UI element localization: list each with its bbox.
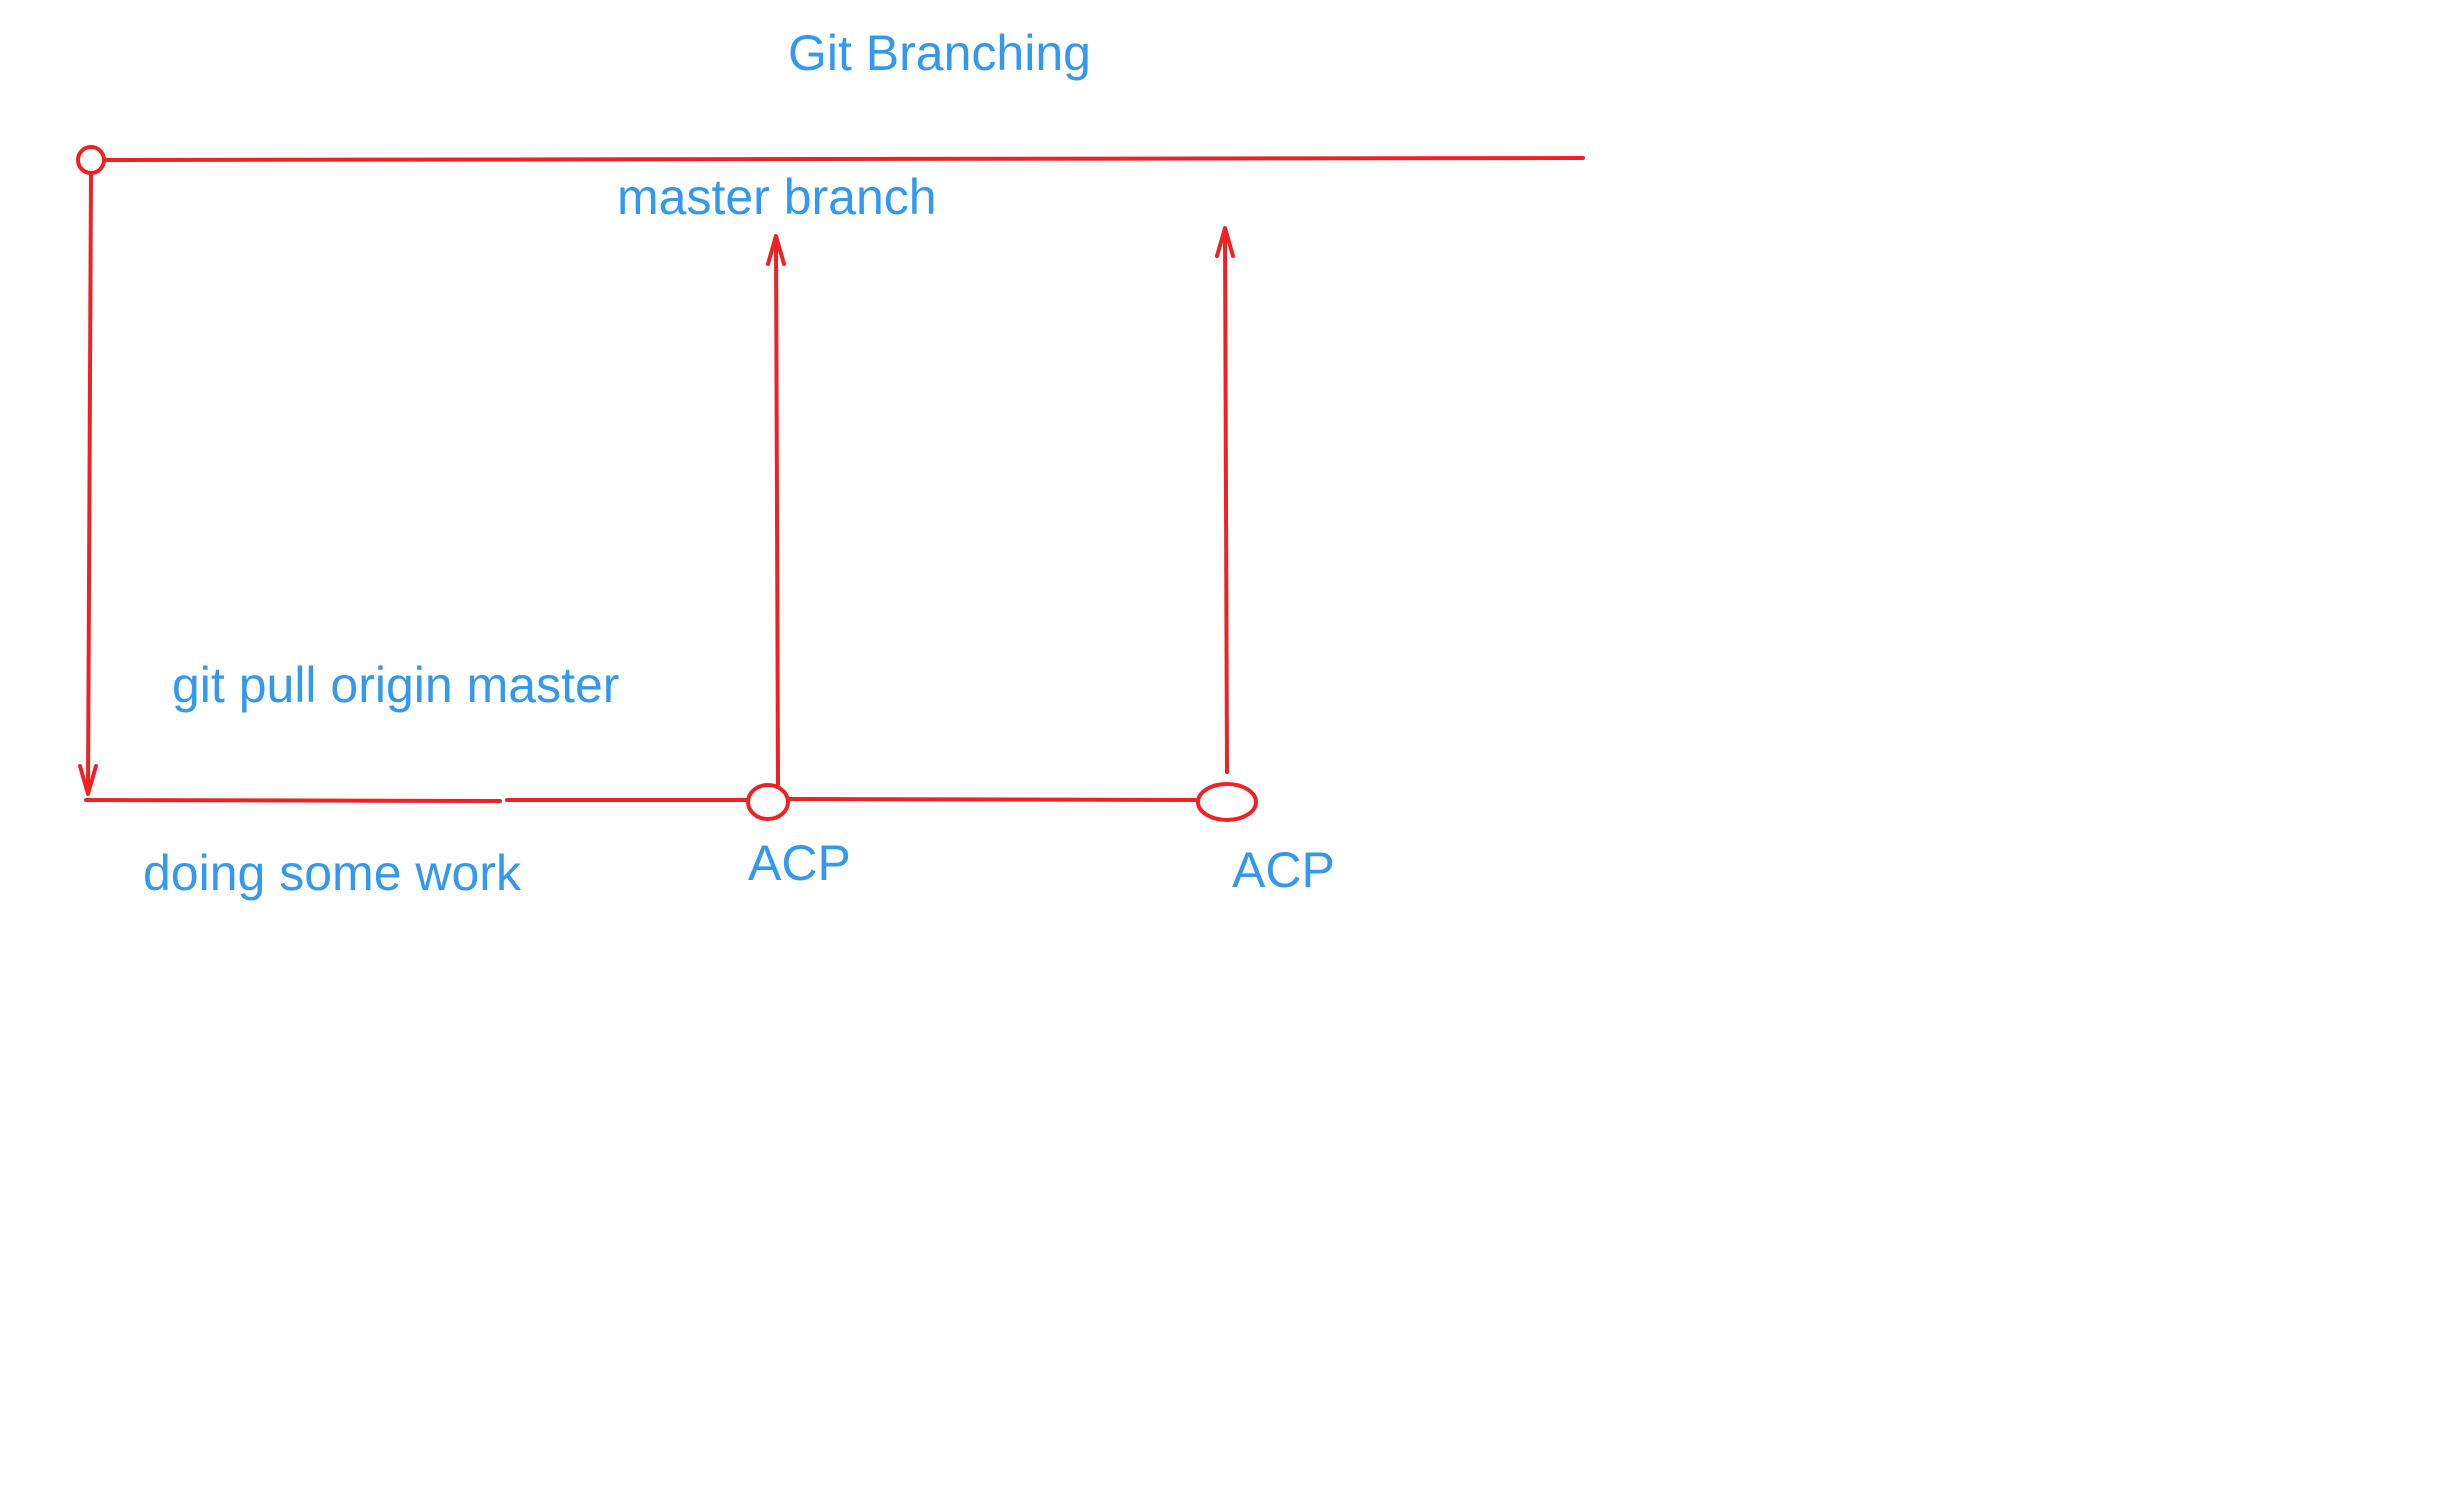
- acp-label-2: ACP: [1232, 842, 1335, 898]
- pull-label: git pull origin master: [172, 657, 620, 713]
- pull-down-line: [86, 172, 93, 792]
- work-branch-line-1: [84, 798, 502, 803]
- master-branch-line: [90, 156, 1585, 162]
- push-up-arrowhead-1: [766, 234, 786, 266]
- acp-node-1: [746, 783, 790, 821]
- diagram-title: Git Branching: [788, 25, 1091, 81]
- work-branch-line-3: [783, 797, 1204, 802]
- master-branch-label: master branch: [617, 169, 937, 225]
- acp-node-2: [1196, 782, 1258, 822]
- push-up-line-1: [774, 238, 780, 786]
- push-up-line-2: [1223, 230, 1229, 774]
- pull-down-arrowhead: [78, 764, 98, 796]
- doing-work-label: doing some work: [143, 845, 521, 901]
- master-start-node: [76, 145, 106, 175]
- acp-label-1: ACP: [748, 835, 851, 891]
- push-up-arrowhead-2: [1215, 226, 1235, 258]
